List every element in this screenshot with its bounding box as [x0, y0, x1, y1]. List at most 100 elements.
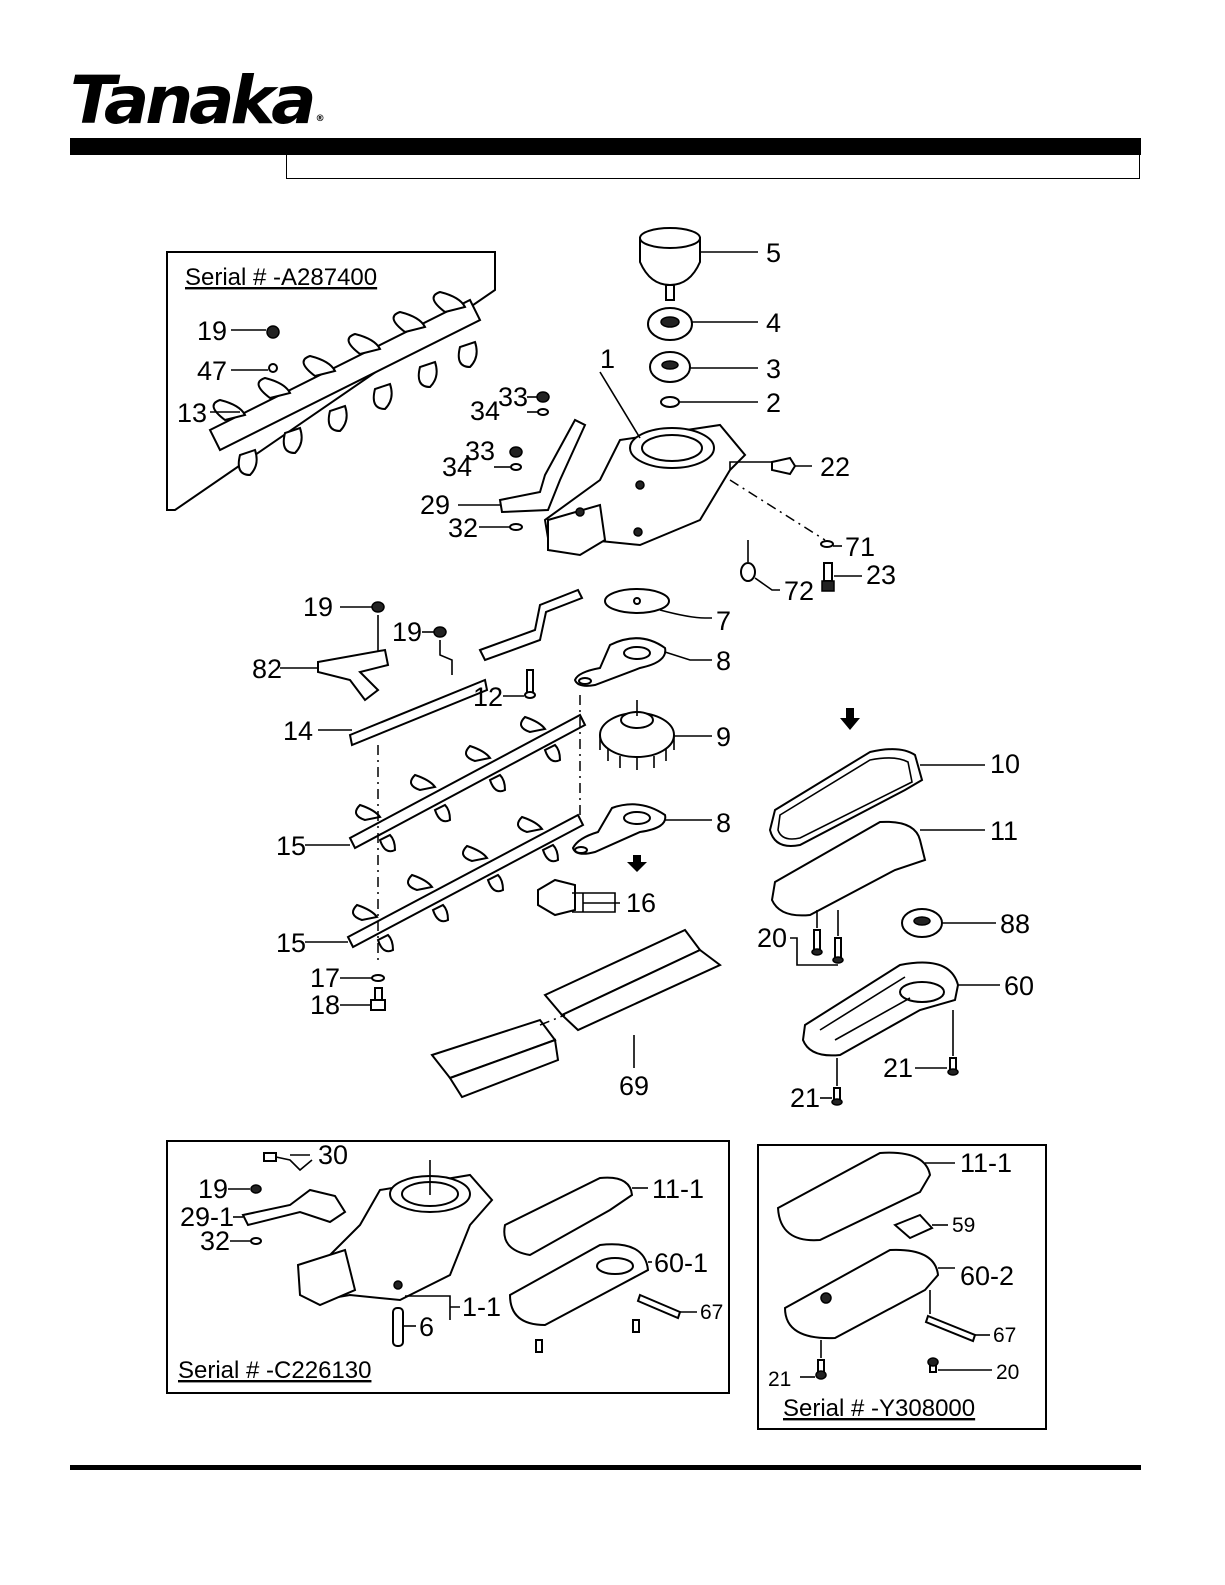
- bearing-3: [650, 352, 690, 382]
- blade-cover-69: [432, 930, 720, 1097]
- label-34b: 34: [442, 452, 472, 482]
- nut-33-lower: [510, 447, 522, 457]
- footer-rule: [70, 1465, 1141, 1470]
- label-c-1-1: 1-1: [462, 1292, 501, 1322]
- label-c-32: 32: [200, 1226, 230, 1256]
- label-15b: 15: [276, 928, 306, 958]
- label-9: 9: [716, 722, 731, 752]
- label-c-19: 19: [198, 1174, 228, 1204]
- label-82: 82: [252, 654, 282, 684]
- nut-19-a: [267, 326, 279, 338]
- label-33a: 33: [498, 382, 528, 412]
- nut-c-19: [251, 1185, 261, 1193]
- screw-y-21: [816, 1360, 826, 1379]
- inset-c-serial: Serial # -C226130: [178, 1357, 371, 1384]
- label-y-59: 59: [952, 1214, 975, 1237]
- label-y-20: 20: [996, 1361, 1019, 1384]
- label-a-13: 13: [177, 398, 207, 428]
- inset-c: Serial # -C226130 30 19 29-1 32 6 1-1 11…: [167, 1140, 729, 1393]
- label-y-67: 67: [993, 1324, 1016, 1347]
- label-11: 11: [990, 816, 1018, 846]
- label-29: 29: [420, 490, 450, 520]
- washer-32: [510, 524, 522, 530]
- gear-9: [600, 700, 674, 770]
- bolt-18: [371, 988, 385, 1010]
- label-16: 16: [626, 888, 656, 918]
- label-15a: 15: [276, 831, 306, 861]
- bearing-4: [648, 308, 692, 340]
- rod-upper: [480, 590, 582, 660]
- bearing-88: [902, 909, 942, 937]
- snap-ring-2: [661, 397, 679, 407]
- label-c-30: 30: [318, 1140, 348, 1170]
- label-19a: 19: [303, 592, 333, 622]
- washer-17: [372, 975, 384, 981]
- label-60: 60: [1004, 971, 1034, 1001]
- washer-71: [821, 541, 833, 547]
- guard-82: [318, 650, 388, 700]
- label-8a: 8: [716, 646, 731, 676]
- washer-47-a: [269, 364, 277, 372]
- label-20: 20: [757, 923, 787, 953]
- screw-21-left: [832, 1088, 842, 1105]
- clutch-drum-5: [640, 228, 700, 300]
- label-21a: 21: [883, 1053, 913, 1083]
- nut-19-2: [434, 627, 446, 637]
- nut-19-1: [372, 602, 384, 612]
- screw-y-20: [928, 1358, 938, 1372]
- washer-c-32: [251, 1238, 261, 1244]
- case-60: [803, 963, 958, 1056]
- label-c-60-1: 60-1: [654, 1248, 708, 1278]
- washer-34-lower: [511, 464, 521, 470]
- label-17: 17: [310, 963, 340, 993]
- label-21b: 21: [790, 1083, 820, 1113]
- label-12: 14: [283, 716, 313, 746]
- label-5: 5: [766, 238, 781, 268]
- label-y-60-2: 60-2: [960, 1261, 1014, 1291]
- screw-21-right: [948, 1058, 958, 1075]
- bolt-30: [264, 1153, 276, 1161]
- label-71: 71: [845, 532, 875, 562]
- plate-8-upper: [575, 638, 665, 686]
- label-18: 18: [310, 990, 340, 1020]
- label-14: 12: [473, 682, 503, 712]
- screw-c-1: [536, 1340, 542, 1352]
- inset-y-serial: Serial # -Y308000: [783, 1395, 975, 1422]
- label-8b: 8: [716, 808, 731, 838]
- bolt-23: [822, 563, 834, 591]
- label-3: 3: [766, 354, 781, 384]
- label-72: 72: [784, 576, 814, 606]
- inset-y: Serial # -Y308000 11-1 59 60-2 67 21 20: [758, 1145, 1046, 1429]
- label-a-19: 19: [197, 316, 227, 346]
- label-4: 4: [766, 308, 781, 338]
- nut-72: [741, 563, 755, 581]
- label-2: 2: [766, 388, 781, 418]
- screw-14: [527, 670, 533, 694]
- washer-34-upper: [538, 409, 548, 415]
- screw-c-2: [633, 1320, 639, 1332]
- label-c-67: 67: [700, 1301, 723, 1324]
- label-69: 69: [619, 1071, 649, 1101]
- label-23: 23: [866, 560, 896, 590]
- inset-a-serial: Serial # -A287400: [185, 264, 377, 291]
- label-y-11-1: 11-1: [960, 1148, 1012, 1178]
- pin-c-6: [393, 1308, 403, 1346]
- label-22: 22: [820, 452, 850, 482]
- pad-16: [538, 880, 575, 915]
- label-10: 10: [990, 749, 1020, 779]
- nut-33-upper: [537, 392, 549, 402]
- label-c-6: 6: [419, 1312, 434, 1342]
- arrow-down-icon: [840, 708, 860, 730]
- plate-8-lower: [573, 804, 665, 853]
- label-19b: 19: [392, 617, 422, 647]
- arrow-down-icon: [627, 855, 647, 872]
- label-7: 7: [716, 606, 731, 636]
- label-32: 32: [448, 513, 478, 543]
- label-y-21: 21: [768, 1368, 791, 1391]
- label-34a: 34: [470, 396, 500, 426]
- label-a-47: 47: [197, 356, 227, 386]
- label-88: 88: [1000, 909, 1030, 939]
- label-1: 1: [600, 344, 615, 374]
- grease-fitting-22: [772, 458, 795, 474]
